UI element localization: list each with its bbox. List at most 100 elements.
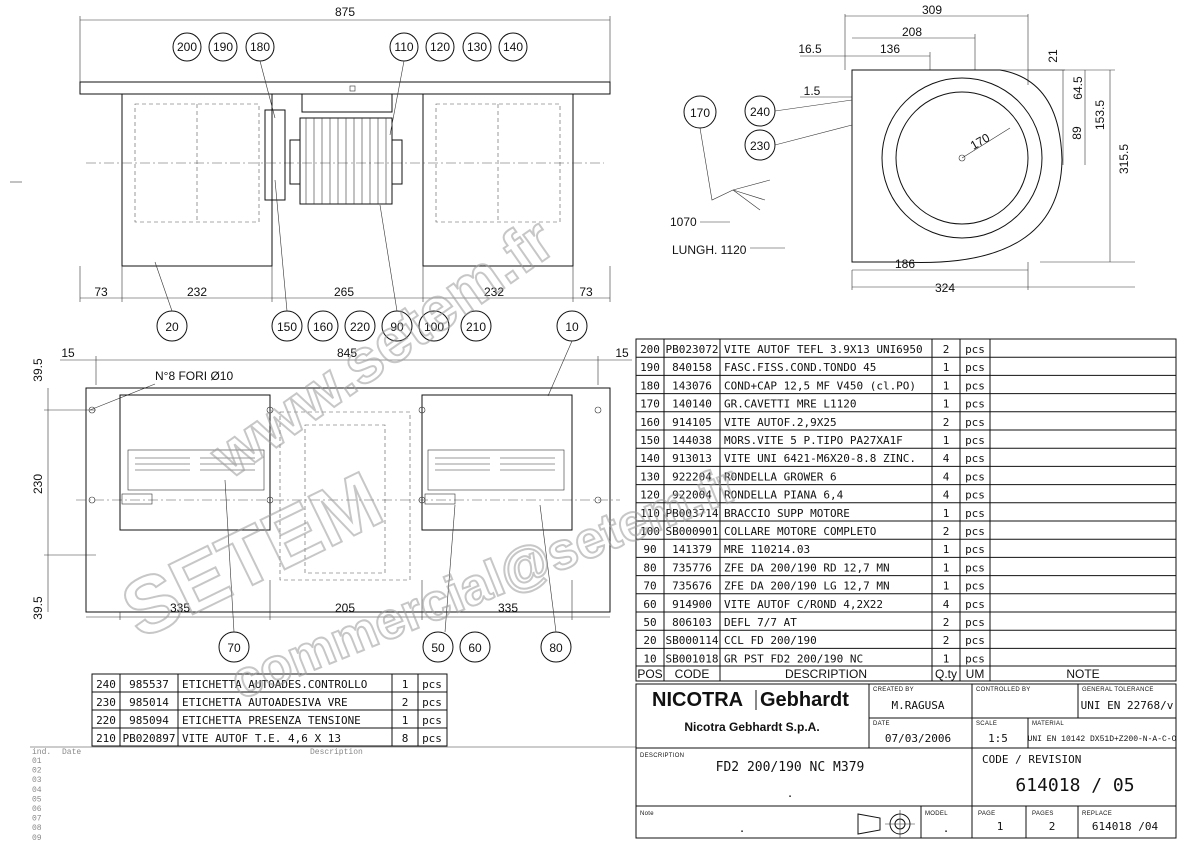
note-value: . [739,822,746,835]
bom-cell-desc: VITE AUTOF C/ROND 4,2X22 [724,598,883,611]
bom-cell-desc: COND+CAP 12,5 MF V450 (cl.PO) [724,379,916,392]
material-value: UNI EN 10142 DX51D+Z200-N-A-C-O [1028,735,1177,744]
bom-extra-desc: ETICHETTA AUTOADESIVA VRE [182,696,348,709]
bom-cell-qty: 1 [943,561,950,574]
bom-cell-pos: 180 [640,379,660,392]
dim-208: 208 [902,25,922,39]
bom-cell-desc: COLLARE MOTORE COMPLETO [724,525,876,538]
revision-row: 01 [32,757,42,766]
bom-cell-pos: 10 [643,652,656,665]
balloon-180: 180 [250,40,270,54]
description-value: FD2 200/190 NC M379 [716,760,865,775]
bom-cell-um: pcs [965,398,985,411]
bom-cell-qty: 4 [943,470,950,483]
bom-cell-desc: ZFE DA 200/190 RD 12,7 MN [724,561,890,574]
dim-845: 845 [337,346,357,360]
revision-row: 08 [32,824,42,833]
bom-cell-code: PB003714 [666,507,719,520]
bom-cell-desc: FASC.FISS.COND.TONDO 45 [724,361,876,374]
dim-64-5: 64.5 [1071,76,1085,100]
bom-cell-pos: 20 [643,634,656,647]
bom-cell-pos: 90 [643,543,656,556]
balloon-230: 230 [750,139,770,153]
bom-extra-desc: ETICHETTA AUTOADES.CONTROLLO [182,678,367,691]
bom-cell-pos: 110 [640,507,660,520]
title-block: NICOTRA Gebhardt Nicotra Gebhardt S.p.A.… [635,683,1177,839]
bom-cell-code: PB023072 [666,343,719,356]
bom-cell-um: pcs [965,652,985,665]
balloon-140: 140 [503,40,523,54]
dim-seg-1: 73 [94,285,108,299]
date-label: DATE [873,721,890,727]
bom-cell-code: 914105 [672,416,712,429]
dim-335-right: 335 [498,601,518,615]
balloon-90: 90 [390,320,404,334]
dim-seg-5: 73 [579,285,593,299]
dim-15-left: 15 [61,346,75,360]
bom-cell-code: 735676 [672,580,712,593]
bom-cell-qty: 2 [943,525,950,538]
top-view: 845 15 15 N°8 FORI Ø10 [31,346,632,663]
bom-extra-pos: 220 [96,714,116,727]
bom-cell-pos: 190 [640,361,660,374]
bom-cell-desc: VITE AUTOF.2,9X25 [724,416,837,429]
bom-cell-code: 144038 [672,434,712,447]
bom-extra-um: pcs [422,696,442,709]
bom-header-um: UM [966,667,985,681]
bom-cell-desc: BRACCIO SUPP MOTORE [724,507,850,520]
balloon-120: 120 [430,40,450,54]
bom-cell-um: pcs [965,434,985,447]
revision-row: 07 [32,815,42,824]
bom-cell-pos: 170 [640,398,660,411]
dim-186: 186 [895,257,915,271]
revision-row: 02 [32,767,42,776]
bom-cell-qty: 2 [943,343,950,356]
balloon-100: 100 [424,320,444,334]
balloon-110: 110 [394,40,413,54]
balloon-220: 220 [350,320,370,334]
bom-cell-code: 141379 [672,543,712,556]
bom-cell-code: 735776 [672,561,712,574]
bom-cell-pos: 70 [643,580,656,593]
dim-39-5-top: 39.5 [31,358,45,382]
dim-89: 89 [1070,126,1084,140]
scale-value: 1:5 [988,732,1008,745]
bom-cell-um: pcs [965,525,985,538]
bom-header-note: NOTE [1066,667,1099,681]
bom-cell-um: pcs [965,507,985,520]
bom-header-qty: Q.ty [935,667,957,681]
bom-cell-pos: 130 [640,470,660,483]
bom-cell-um: pcs [965,543,985,556]
logo-nicotra: NICOTRA [652,689,743,711]
page-value: 1 [997,820,1004,833]
replace-label: REPLACE [1082,811,1112,817]
bom-cell-um: pcs [965,361,985,374]
bom-cell-pos: 160 [640,416,660,429]
bom-cell-code: 922004 [672,489,712,502]
code-revision-label: CODE / REVISION [982,753,1081,766]
balloon-160: 160 [313,320,333,334]
dim-1-5: 1.5 [804,84,821,98]
bom-cell-code: 143076 [672,379,712,392]
bom-cell-qty: 1 [943,507,950,520]
bom-cell-um: pcs [965,470,985,483]
radius-170: 170 [968,130,993,152]
general-tolerance-value: UNI EN 22768/v [1081,699,1174,712]
balloon-50: 50 [431,641,445,655]
general-tolerance-label: GENERAL TOLERANCE [1082,687,1154,693]
created-by-value: M.RAGUSA [892,699,945,712]
dim-15-right: 15 [615,346,629,360]
dim-205: 205 [335,601,355,615]
bom-extra-um: pcs [422,732,442,745]
dim-335-left: 335 [170,601,190,615]
bom-extra-pos: 210 [96,732,116,745]
revision-row: 05 [32,795,42,804]
rev-header-date: Date [62,748,81,757]
dim-39-5-bottom: 39.5 [31,596,45,620]
balloon-130: 130 [467,40,487,54]
bom-extra-qty: 2 [402,696,409,709]
cable-1070: 1070 [670,215,697,229]
bom-cell-um: pcs [965,598,985,611]
